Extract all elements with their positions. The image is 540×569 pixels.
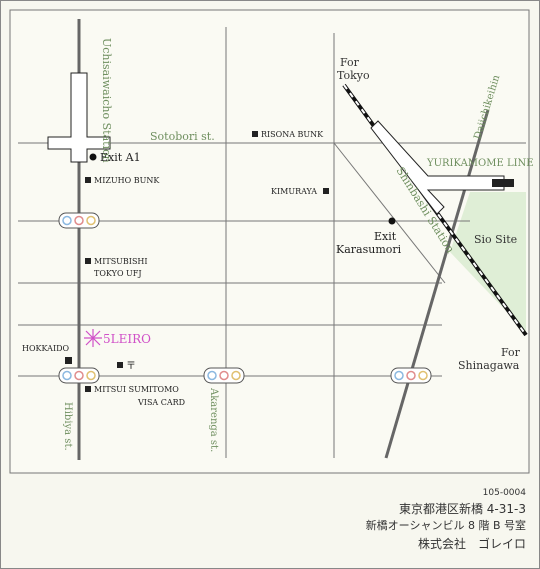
mitsubishi-label-1: MITSUBISHI: [94, 257, 148, 266]
traffic-light-icon: [58, 367, 100, 384]
for-shinagawa-label-1: For: [501, 346, 521, 359]
smbc-label-2: VISA CARD: [137, 398, 185, 407]
traffic-light-icon: [58, 212, 100, 229]
traffic-light-icon: [203, 367, 245, 384]
bank-marker-icon: [252, 131, 258, 137]
address-line1: 東京都港区新橋 4-31-3: [398, 502, 526, 516]
bank-marker-icon: [65, 357, 72, 364]
exit-karasumori-label-1: Exit: [374, 230, 397, 243]
post-office-icon: 〒: [126, 361, 136, 372]
post-office-marker: [117, 362, 123, 368]
kimuraya-label: KIMURAYA: [271, 187, 317, 196]
for-tokyo-label-1: For: [340, 56, 360, 69]
mizuho-label: MIZUHO BUNK: [94, 176, 160, 185]
svg-text:Uchisaiwaicho Station: Uchisaiwaicho Station: [100, 38, 113, 163]
destination-star-icon: [84, 329, 102, 347]
yurikamome-line-label: YURIKAMOME LINE: [426, 158, 534, 169]
hibiya-street-label: Hibiya st.: [62, 402, 73, 451]
company-name: 株式会社 ゴレイロ: [417, 537, 526, 551]
sio-site-label: Sio Site: [474, 233, 517, 246]
daiichikeihin-road: [384, 109, 490, 459]
destination-label: 5LEIRO: [103, 332, 151, 346]
uchisaiwaicho-station-label: Uchisaiwaicho Station: [100, 38, 113, 163]
sotobori-street-label: Sotobori st.: [150, 130, 215, 143]
bank-marker-icon: [85, 386, 91, 392]
akarenga-street-label: Akarenga st.: [208, 387, 219, 452]
exit-dot-icon: [388, 217, 396, 225]
traffic-light-icon: [390, 367, 432, 384]
uchisaiwaicho-station-shape: [47, 72, 111, 163]
sio-site-park: [450, 192, 526, 332]
risona-label: RISONA BUNK: [261, 130, 324, 139]
hokkaido-label: HOKKAIDO: [22, 344, 70, 353]
mitsubishi-label-2: TOKYO UFJ: [94, 269, 142, 278]
bank-marker-icon: [85, 258, 91, 264]
exit-a1-label: Exit A1: [100, 151, 141, 164]
bank-marker-icon: [85, 177, 91, 183]
shinbashi-station-shape: [370, 120, 505, 215]
bank-marker-icon: [323, 188, 329, 194]
smbc-label-1: MITSUI SUMITOMO: [94, 385, 179, 394]
for-tokyo-label-2: Tokyo: [337, 69, 370, 82]
address-postal: 105-0004: [482, 488, 526, 498]
exit-karasumori-label-2: Karasumori: [336, 243, 402, 256]
yurikamome-terminal: [492, 179, 514, 187]
address-line2: 新橋オーシャンビル 8 階 B 号室: [365, 519, 526, 532]
exit-dot-icon: [89, 153, 97, 161]
for-shinagawa-label-2: Shinagawa: [458, 359, 520, 372]
map-border: [9, 9, 530, 474]
